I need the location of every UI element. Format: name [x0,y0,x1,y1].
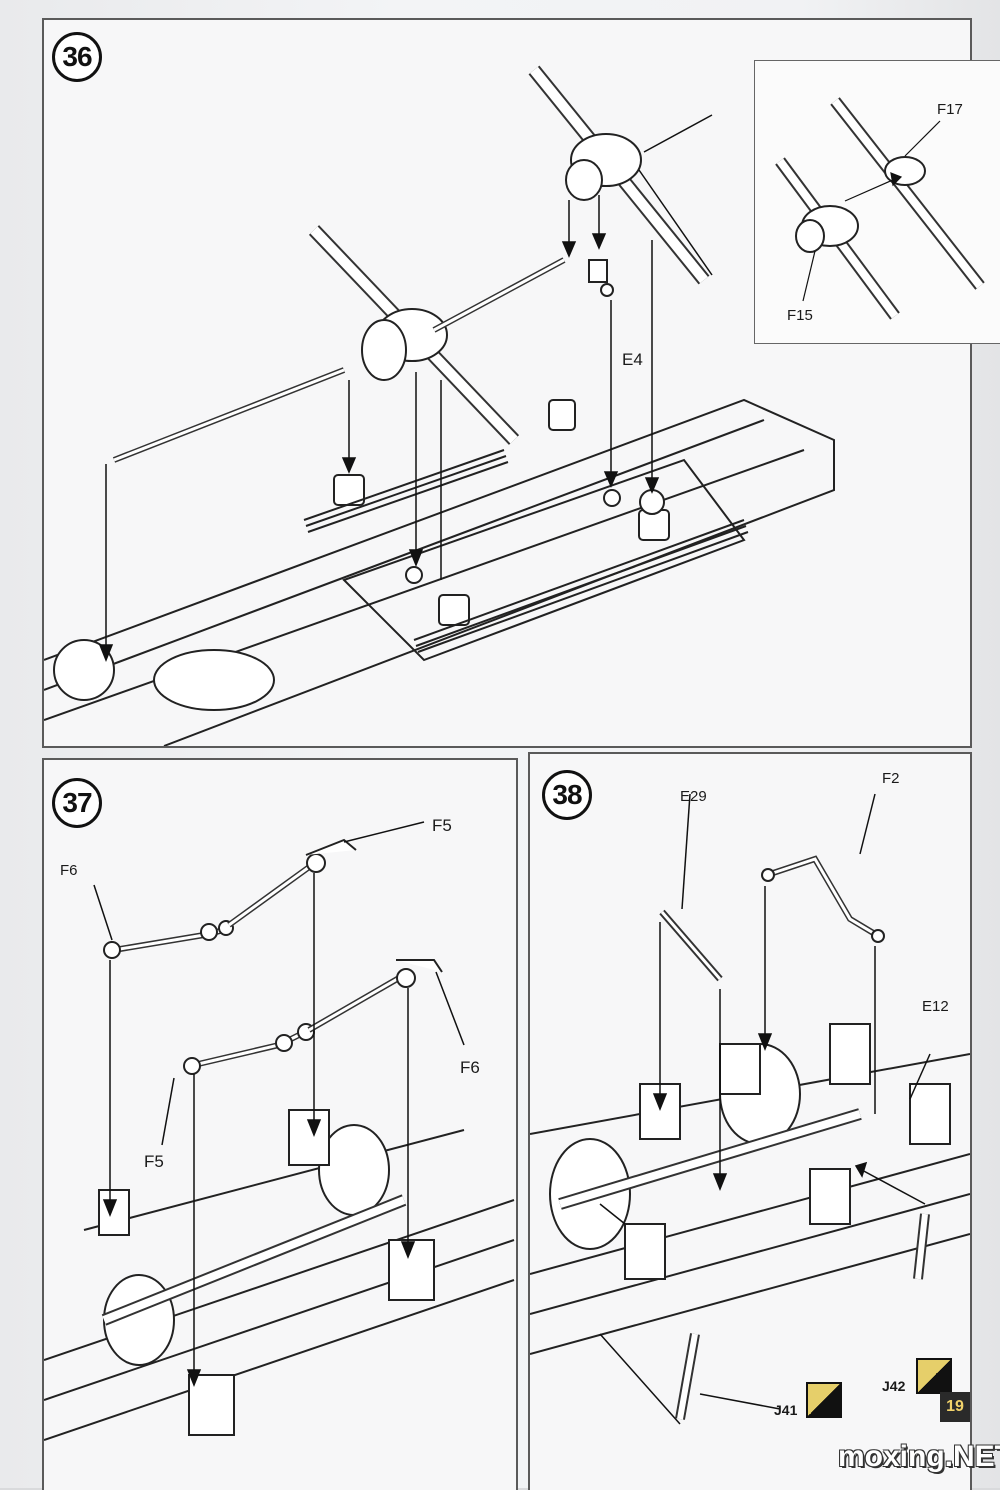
step-number-37: 37 [52,778,102,828]
step-number-38: 38 [542,770,592,820]
part-label-e12: E12 [922,998,949,1015]
page-number: 19 [940,1392,970,1422]
part-label-f2: F2 [882,770,900,787]
part-label-f15: F15 [787,307,813,324]
step-36-detail-inset: F17 F15 [754,60,1000,344]
part-label-f6-left: F6 [60,862,78,879]
step-36-illustration [44,65,835,746]
axle-detail-illustration [775,97,985,320]
step-37-panel: 37 F5 F6 F6 F5 [42,758,518,1490]
part-label-f5-top: F5 [432,816,452,835]
part-label-f17: F17 [937,101,963,118]
watermark: moxing.NET [838,1440,1000,1473]
part-label-e4: E4 [622,350,643,369]
paint-swatch-j41-icon [806,1382,842,1418]
paint-swatch-j42-icon [916,1358,952,1394]
step-38-panel: 38 E29 F2 E12 J41 J42 [528,752,972,1490]
step-37-illustration [44,821,515,1441]
step-number-36: 36 [52,32,102,82]
step-38-illustration [530,793,970,1425]
part-label-e29: E29 [680,788,707,805]
part-label-f5-bottom: F5 [144,1152,164,1171]
paint-code-j41: J41 [774,1402,798,1418]
step-36-panel: 36 E4 F17 F15 [42,18,1000,748]
paint-code-j42: J42 [882,1378,906,1394]
part-label-f6-right: F6 [460,1058,480,1077]
